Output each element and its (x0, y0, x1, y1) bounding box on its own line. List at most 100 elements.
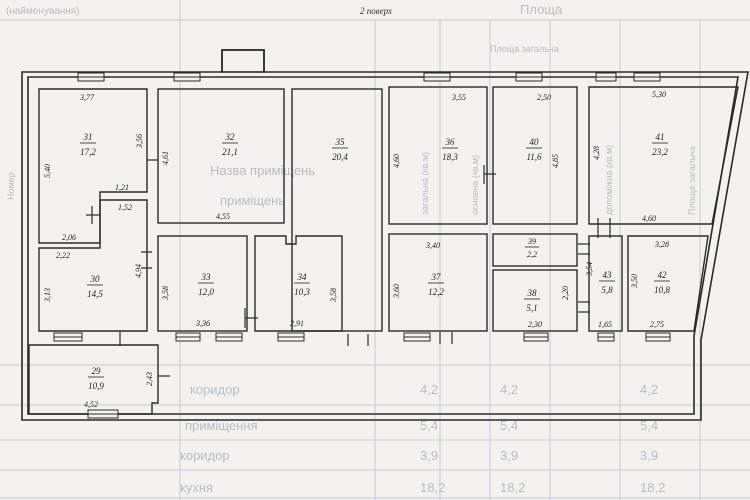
bg-row-v1: 4,2 (420, 382, 438, 397)
dimension-label: 2,20 (561, 286, 570, 300)
bg-column-header: Площа загальна (490, 44, 559, 54)
room-33-outline (157, 235, 248, 332)
dimension-label: 2,91 (290, 319, 304, 328)
room-area: 11,6 (526, 152, 542, 162)
room-area: 10,8 (654, 285, 670, 295)
room-area: 12,0 (198, 287, 214, 297)
dimension-label: 5,30 (652, 90, 666, 99)
room-label: 40 11,6 (526, 137, 542, 162)
room-label: 32 21,1 (222, 132, 238, 157)
bg-row-v2: 5,4 (500, 418, 518, 433)
dimension-label: 4,60 (392, 154, 401, 168)
room-number: 33 (201, 272, 212, 282)
room-42-outline (627, 235, 709, 332)
room-number: 31 (83, 132, 93, 142)
room-label: 33 12,0 (198, 272, 214, 297)
bg-row-v3: 4,2 (640, 382, 658, 397)
room-36-outline (388, 86, 488, 225)
room-number: 34 (297, 272, 308, 282)
dimension-label: 3,36 (195, 319, 210, 328)
room-30-outline (38, 199, 148, 332)
room-number: 32 (225, 132, 236, 142)
dimension-label: 2,22 (56, 251, 70, 260)
room-number: 35 (335, 137, 346, 147)
dimension-label: 2,30 (528, 320, 542, 329)
dimension-label: 3,50 (630, 274, 639, 289)
dimension-label: 4,55 (216, 212, 230, 221)
bg-row-v3: 3,9 (640, 448, 658, 463)
dimension-label: 3,77 (79, 93, 95, 102)
room-label: 42 10,8 (654, 270, 670, 295)
bg-table-row: коридор 3,9 3,9 3,9 (180, 448, 658, 463)
room-29-outline (28, 344, 159, 415)
dimension-label: 3,60 (392, 284, 401, 299)
dimension-label: 2,43 (145, 372, 154, 386)
room-area: 14,5 (87, 289, 103, 299)
floor-title: 2 поверх (360, 6, 392, 16)
room-number: 38 (527, 288, 538, 298)
window (87, 409, 119, 419)
bg-table-row: кухня 18,2 18,2 18,2 (180, 480, 665, 495)
dimension-label: 3,56 (135, 134, 144, 149)
bg-table-row: приміщення 5,4 5,4 5,4 (185, 418, 658, 433)
room-label: 29 10,9 (88, 366, 104, 391)
window (215, 332, 243, 342)
dimension-label: 4,85 (551, 154, 560, 168)
room-label: 31 17,2 (80, 132, 96, 157)
dimension-label: 4,61 (161, 151, 170, 165)
window (597, 332, 615, 342)
bg-row-v1: 18,2 (420, 480, 445, 495)
window (77, 72, 105, 82)
window (423, 72, 451, 82)
dimension-label: 3,54 (585, 262, 594, 277)
room-area: 21,1 (222, 147, 238, 157)
room-32-outline (157, 88, 285, 224)
bg-side-text-2: приміщень (220, 193, 285, 208)
room-number: 30 (90, 274, 101, 284)
room-label: 30 14,5 (87, 274, 103, 299)
room-number: 41 (656, 132, 665, 142)
dimension-label: 2,06 (62, 233, 76, 242)
bg-vertical-text-5: Номер (6, 172, 16, 200)
room-number: 42 (658, 270, 668, 280)
room-label: 36 18,3 (442, 137, 458, 162)
dimension-label: 3,40 (425, 241, 440, 250)
dimension-label: 1,65 (598, 320, 612, 329)
room-39-outline (492, 233, 578, 267)
dimension-label: 4,94 (134, 264, 143, 278)
dimension-label: 3,55 (451, 93, 466, 102)
bg-header-right: Площа (520, 2, 563, 17)
bg-row-name: коридор (180, 448, 230, 463)
dimension-label: 3,13 (43, 288, 52, 303)
window (173, 72, 201, 82)
bg-row-name: приміщення (185, 418, 258, 433)
dimension-label: 4,52 (84, 400, 98, 409)
room-label: 35 20,4 (332, 137, 348, 162)
bg-row-v2: 3,9 (500, 448, 518, 463)
room-40-outline (492, 86, 578, 225)
room-area: 10,3 (294, 287, 310, 297)
window (277, 332, 305, 342)
dimension-label: 3,58 (161, 286, 170, 301)
room-31-outline (38, 88, 148, 244)
bg-vertical-text-1: загальна (кв.м) (420, 152, 430, 215)
bg-row-v2: 18,2 (500, 480, 525, 495)
doors (86, 159, 611, 377)
window (53, 332, 83, 342)
dimension-label: 5,40 (43, 164, 52, 178)
room-number: 39 (527, 237, 536, 246)
room-43-outline (588, 235, 623, 332)
room-area: 2,2 (527, 250, 537, 259)
room-area: 10,9 (88, 381, 104, 391)
room-number: 43 (603, 270, 613, 280)
room-38-outline (492, 269, 578, 332)
dimension-label: 2,75 (650, 320, 664, 329)
window (633, 72, 661, 82)
room-number: 36 (445, 137, 456, 147)
window (645, 332, 671, 342)
dimension-label: 4,60 (642, 214, 656, 223)
dimension-label: 3,58 (329, 288, 338, 303)
bg-row-name: коридор (190, 382, 240, 397)
bg-vertical-text-4: Площа загальна (687, 146, 697, 215)
